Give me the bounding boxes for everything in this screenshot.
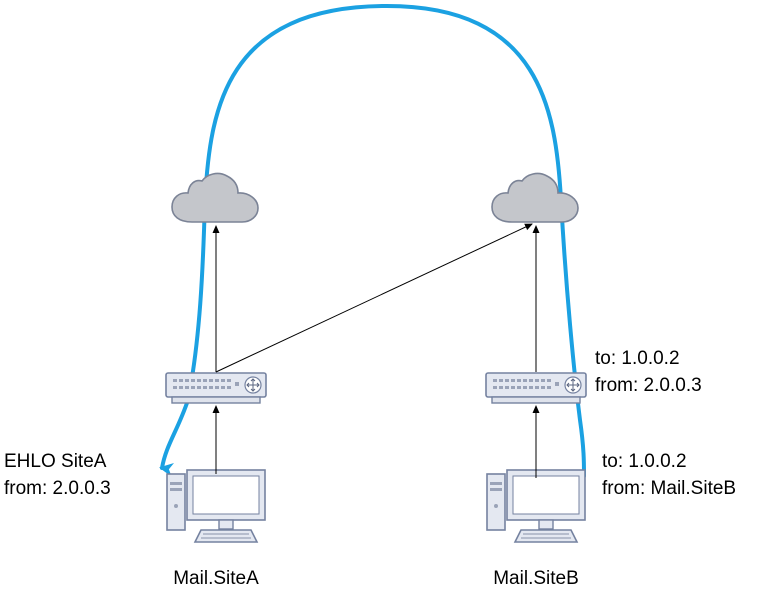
smtp-return-path xyxy=(159,3,586,478)
site-b-annotation-line2: from: Mail.SiteB xyxy=(602,478,736,499)
mail-site-b-label: Mail.SiteB xyxy=(493,568,579,589)
site-a-annotation-line2: from: 2.0.0.3 xyxy=(4,478,111,499)
router-left-icon xyxy=(165,372,267,404)
internet-cloud-left-icon xyxy=(171,172,259,223)
router-b-annotation-line2: from: 2.0.0.3 xyxy=(595,375,702,396)
mail-server-site-a-icon xyxy=(166,469,266,543)
router-b-annotation-line1: to: 1.0.0.2 xyxy=(595,348,680,369)
router-right-icon xyxy=(485,372,587,404)
site-a-annotation-line1: EHLO SiteA xyxy=(4,451,107,472)
mail-server-site-b-icon xyxy=(486,469,586,543)
internet-cloud-right-icon xyxy=(491,172,579,223)
arrow-router-a-to-cloud-b xyxy=(215,223,533,373)
mail-site-a-label: Mail.SiteA xyxy=(173,568,259,589)
site-b-annotation-line1: to: 1.0.0.2 xyxy=(602,451,687,472)
